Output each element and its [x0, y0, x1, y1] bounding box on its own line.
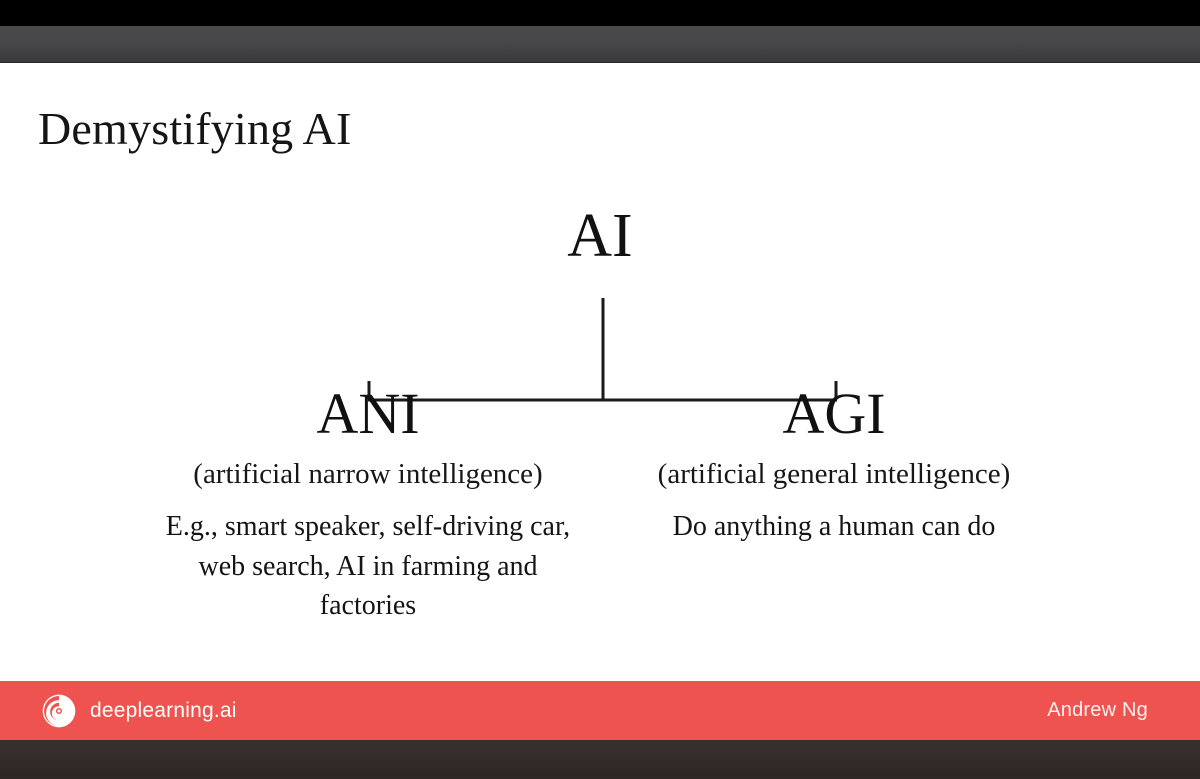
diagram-branch-agi: AGI (artificial general intelligence) Do…: [584, 385, 1084, 547]
deeplearning-spiral-logo-icon: [42, 694, 76, 727]
branch-subtitle-ani: (artificial narrow intelligence): [193, 458, 543, 490]
branch-body-agi: Do anything a human can do: [672, 510, 996, 542]
ai-taxonomy-diagram: AI ANI (artificial narrow intelligence) …: [0, 63, 1200, 681]
footer-brand-group: deeplearning.ai: [0, 694, 237, 728]
branch-heading-agi: AGI: [782, 381, 886, 446]
footer-brand-label: deeplearning.ai: [90, 698, 237, 722]
diagram-branch-ani: ANI (artificial narrow intelligence) E.g…: [118, 385, 618, 626]
player-toolbar[interactable]: [0, 26, 1200, 63]
branch-heading-ani: ANI: [316, 381, 420, 446]
top-letterbox: [0, 0, 1200, 26]
diagram-root-node-ai: AI: [567, 202, 633, 270]
slide-canvas: Demystifying AI AI ANI (artificial narro…: [0, 63, 1200, 681]
branch-subtitle-agi: (artificial general intelligence): [657, 458, 1011, 490]
branch-body-ani: E.g., smart speaker, self-driving car, w…: [165, 510, 571, 622]
footer-presenter-label: Andrew Ng: [1047, 699, 1148, 721]
player-bottom-bar[interactable]: [0, 740, 1200, 779]
slide-footer: deeplearning.ai Andrew Ng: [0, 681, 1200, 740]
page-title: Demystifying AI: [38, 103, 352, 154]
